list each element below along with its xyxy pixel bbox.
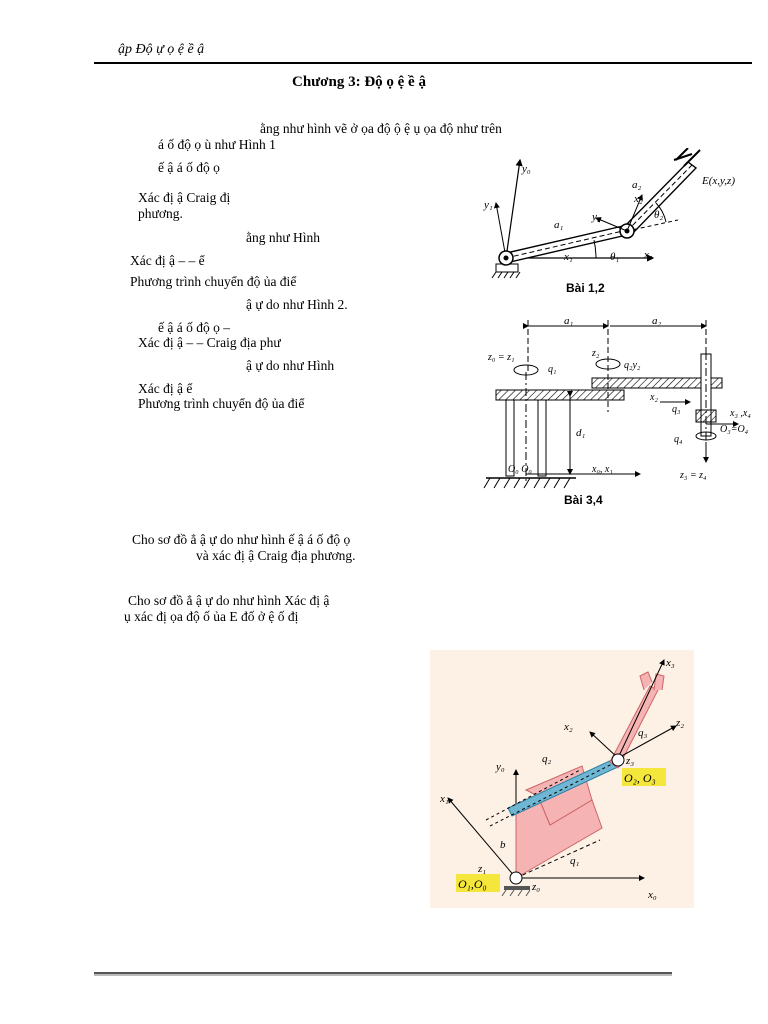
label-q1: q₁ bbox=[570, 855, 580, 867]
running-header: ập Độ ự ọ ệ ề ậ bbox=[118, 42, 205, 57]
label-theta2: θ₂ bbox=[654, 209, 663, 221]
header-rule bbox=[94, 62, 752, 64]
gripper-icon bbox=[639, 671, 665, 691]
label-a2: a₂ bbox=[632, 179, 642, 191]
label-b: b bbox=[500, 839, 506, 851]
label-x1: x₁ bbox=[439, 793, 449, 805]
text-line-12: ậ ự do như Hình bbox=[246, 358, 335, 373]
base-column-left bbox=[505, 399, 515, 477]
text-line-11: Xác đị ậ – – Craig địa phư bbox=[138, 335, 281, 350]
label-x3: x₃ bbox=[665, 657, 675, 669]
label-z3: z₃ bbox=[625, 755, 634, 767]
text-line-5: phương. bbox=[138, 206, 183, 221]
label-O2-O3: O₂, O₃ bbox=[624, 771, 656, 785]
label-q4: q₄ bbox=[674, 434, 683, 445]
text-line-8: Phương trình chuyển độ ủa điể bbox=[130, 274, 297, 289]
text-line-10: ế ậ á ố độ ọ – bbox=[158, 320, 230, 335]
label-q3: q₃ bbox=[672, 404, 681, 415]
label-a2: a₂ bbox=[652, 315, 662, 327]
label-O1-O0: O₁,O₀ bbox=[458, 877, 487, 891]
label-y0: y₀ bbox=[521, 163, 531, 175]
figure-caption-bai-3-4: Bài 3,4 bbox=[564, 493, 603, 507]
label-O0-O1: O₀ O₀ bbox=[508, 464, 532, 475]
joint-3 bbox=[611, 753, 625, 767]
label-theta1: θ₁ bbox=[610, 251, 619, 263]
label-z1: z₁ bbox=[477, 863, 486, 875]
label-x2: x₂ bbox=[649, 392, 658, 403]
link-1-bar bbox=[495, 389, 625, 401]
text-line-4: Xác đị ậ Craig đị bbox=[138, 190, 231, 205]
link-2-bar bbox=[591, 377, 723, 389]
text-line-17: Cho sơ đồ ẳ ậ ự do như hình Xác đị ậ bbox=[128, 593, 330, 608]
label-x0-x1: x₀, x₁ bbox=[591, 464, 613, 475]
chapter-title: Chương 3: Độ ọ ệ ề ậ bbox=[292, 74, 426, 90]
figure-caption-bai-1-2: Bài 1,2 bbox=[566, 281, 605, 295]
label-d1: d₁ bbox=[576, 427, 586, 439]
label-y0: y₀ bbox=[495, 761, 505, 773]
gripper-icon bbox=[673, 148, 701, 167]
label-x2: x₂ bbox=[563, 721, 573, 733]
label-a1: a₁ bbox=[564, 315, 574, 327]
label-y1: y₁ bbox=[483, 199, 493, 211]
text-line-15: Cho sơ đồ ẳ ậ ự do như hình ế ậ á ố độ ọ bbox=[132, 532, 351, 547]
label-z0-z1: z₀ = z₁ bbox=[487, 352, 514, 363]
label-y2: y₂ bbox=[591, 211, 601, 223]
label-E: E(x,y,z) bbox=[701, 175, 735, 187]
label-z2: z₂ bbox=[675, 717, 684, 729]
text-line-13: Xác đị ậ ể bbox=[138, 381, 193, 396]
figure-bai-1-2: y₀ y₁ y₂ x₀ x₁ x₂ a₁ a₂ θ₁ θ₂ E(x,y,z) B… bbox=[483, 148, 735, 295]
text-line-16: và xác đị ậ Craig địa phương. bbox=[196, 548, 356, 563]
text-line-18: ụ xác đị ọa độ ố ủa E đố ở ệ ố đị bbox=[124, 609, 299, 624]
label-q3: q₃ bbox=[638, 727, 648, 739]
label-O3-O4: O₃=O₄ bbox=[720, 424, 749, 435]
highlight-O2-O3 bbox=[622, 768, 666, 786]
joint-1 bbox=[509, 871, 523, 885]
label-x1: x₁ bbox=[563, 251, 573, 263]
label-x0: x₀ bbox=[647, 889, 657, 901]
highlight-O1-O0 bbox=[456, 874, 500, 892]
y1-axis bbox=[493, 202, 507, 259]
label-x3-x4: x₃ ,x₄ bbox=[729, 408, 751, 419]
footer-rule bbox=[94, 972, 672, 974]
figure-3-robot: x₃ x₂ z₂ q₃ z₃ y₀ q₂ O₂, O₃ x₁ b q₁ z₁ O… bbox=[430, 650, 694, 908]
label-q2-y2: q₂y₂ bbox=[624, 360, 641, 371]
text-line-6: ằng như Hình bbox=[246, 230, 321, 245]
label-x2: x₂ bbox=[633, 193, 643, 205]
label-q1: q₁ bbox=[548, 364, 556, 375]
label-z2: z₂ bbox=[591, 348, 600, 359]
label-q2: q₂ bbox=[542, 753, 552, 765]
text-line-9: ậ ự do như Hình 2. bbox=[246, 297, 348, 312]
base-column-right bbox=[537, 399, 547, 477]
text-line-14: Phương trình chuyển độ ủa điể bbox=[138, 396, 305, 411]
label-x0: x₀ bbox=[643, 249, 653, 261]
y0-axis bbox=[505, 158, 523, 259]
text-line-2: á ố độ ọ ù như Hình 1 bbox=[158, 137, 276, 152]
label-a1: a₁ bbox=[554, 219, 564, 231]
figure-bai-3-4: a₁ a₂ z₀ = z₁ z₂ q₁ q₂y₂ x₂ q₃ x₃ ,x₄ O₃… bbox=[483, 315, 751, 507]
text-line-7: Xác đị ậ – – ể bbox=[130, 253, 205, 268]
text-line-1: ằng như hình vẽ ở ọa độ ộ ệ ụ ọa độ như … bbox=[260, 121, 502, 136]
label-z3-z4: z₃ = z₄ bbox=[679, 470, 707, 481]
label-z0: z₀ bbox=[531, 881, 540, 893]
text-line-3: ế ậ á ố độ ọ bbox=[158, 160, 220, 175]
